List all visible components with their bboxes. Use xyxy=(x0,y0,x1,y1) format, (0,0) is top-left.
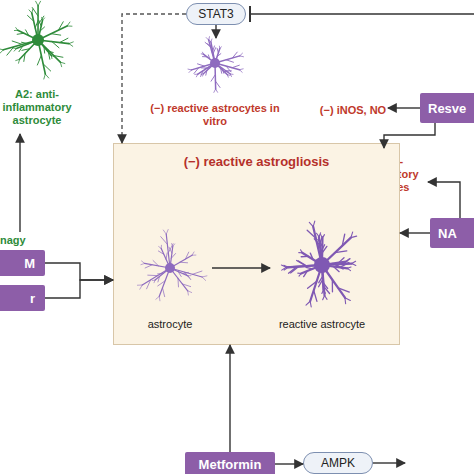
arrow-connector xyxy=(19,134,20,232)
node-text: NA xyxy=(438,226,474,241)
effect-text: (−) iNOS, NO xyxy=(318,96,388,124)
arrow-connector xyxy=(122,14,186,143)
drug-box: Metformin xyxy=(185,452,275,474)
arrow-connector xyxy=(45,263,113,280)
arrow-connector xyxy=(388,107,420,108)
caption-label: reactive astrocyte xyxy=(272,318,372,330)
node-text: M xyxy=(0,256,35,271)
node-text: (−) reactive astrocytes in vitro xyxy=(140,102,290,128)
outgoing-arrow xyxy=(373,462,405,463)
arrow-connector xyxy=(428,182,460,218)
arrow-connector xyxy=(400,232,430,233)
inhibition-bar xyxy=(249,6,251,22)
node-text: Metformin xyxy=(185,457,275,472)
process-text: nagy xyxy=(0,232,40,248)
arrow-connector xyxy=(215,25,216,38)
astrocyte-icon xyxy=(188,37,244,93)
inhibition-line xyxy=(250,13,474,14)
arrow-connector xyxy=(275,463,303,464)
arrow-connector xyxy=(45,280,113,298)
arrow-connector xyxy=(229,345,230,452)
node-text: (−) reactive astrogliosis xyxy=(184,154,330,169)
drug-box: r xyxy=(0,285,45,311)
node-text: Resve xyxy=(428,101,474,116)
astrocyte-icon xyxy=(0,1,73,79)
process-box: (−) reactive astrogliosis xyxy=(113,143,400,345)
node-text: AMPK xyxy=(321,456,355,470)
node-text: nagy xyxy=(0,234,40,247)
node-text: A2: anti- inflammatory astrocyte xyxy=(0,88,82,127)
drug-box: M xyxy=(0,250,45,276)
protein-pill: STAT3 xyxy=(186,3,246,25)
drug-box: Resve xyxy=(420,93,474,123)
protein-pill: AMPK xyxy=(303,452,373,474)
node-text: r xyxy=(0,291,35,306)
effect-text: (−) reactive astrocytes in vitro xyxy=(140,38,290,128)
cell-type-text: A2: anti- inflammatory astrocyte xyxy=(0,88,82,134)
node-text: (−) iNOS, NO xyxy=(318,104,388,117)
node-text: STAT3 xyxy=(198,7,234,21)
drug-box: NA xyxy=(430,218,474,248)
caption-label: astrocyte xyxy=(135,318,205,330)
